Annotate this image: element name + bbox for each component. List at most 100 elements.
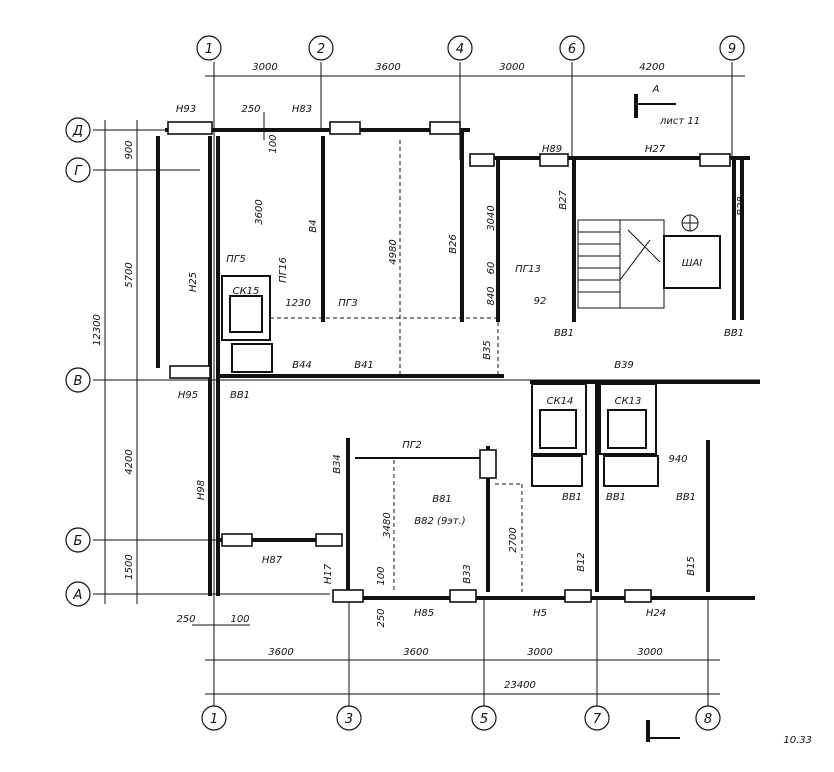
tag-h5: Н5	[533, 608, 547, 619]
dim-interior-3040: 3040	[486, 205, 497, 230]
axis-label-left-g: Г	[74, 164, 83, 179]
dim-interior-92: 92	[534, 296, 547, 307]
dim-bottom-span-2: 3600	[403, 647, 428, 658]
dim-interior-60: 60	[486, 262, 497, 275]
axis-label-left-d: Д	[72, 124, 83, 139]
tag-b4: В4	[308, 219, 319, 232]
axis-label-left-a: А	[73, 588, 83, 603]
tag-sk13: СК13	[615, 396, 642, 407]
staircase	[577, 219, 665, 309]
tag-h85: Н85	[414, 608, 434, 619]
tag-h98: Н98	[196, 480, 207, 500]
sheet-reference: лист 11	[659, 116, 700, 127]
dim-top-span-1: 3000	[252, 62, 277, 73]
tag-h93: Н93	[176, 104, 196, 115]
corner-number: 10.33	[783, 735, 812, 746]
tag-pg2: ПГ2	[402, 440, 421, 451]
axis-label-top-4: 4	[456, 42, 464, 57]
axis-bubble-bottom-1: 1	[201, 705, 227, 731]
axis-label-top-1: 1	[205, 42, 213, 57]
tag-bb1-c: ВВ1	[230, 390, 250, 401]
tag-b26: В26	[448, 234, 459, 254]
tag-sk15: СК15	[233, 286, 260, 297]
axis-bubble-left-v: В	[65, 367, 91, 393]
tag-h27: Н27	[645, 144, 666, 155]
axis-label-left-v: В	[74, 374, 83, 389]
axis-label-bottom-8: 8	[704, 712, 712, 727]
tag-pg3: ПГ3	[338, 298, 357, 309]
dim-interior-250-bottom: 250	[376, 608, 387, 627]
axis-label-top-9: 9	[728, 42, 736, 57]
axis-bubble-left-g: Г	[65, 157, 91, 183]
tag-h95: Н95	[178, 390, 198, 401]
dashed-openings	[270, 140, 523, 592]
tag-b34: В34	[332, 454, 343, 474]
dim-bottom-span-1: 3600	[268, 647, 293, 658]
dim-left-span-4: 1500	[124, 554, 135, 579]
tag-h24: Н24	[646, 608, 666, 619]
dim-bottom-span-4: 3000	[637, 647, 662, 658]
tag-b27: В27	[558, 190, 569, 210]
axis-bubble-bottom-5: 5	[471, 705, 497, 731]
tag-h89: Н89	[542, 144, 562, 155]
dim-top-span-2: 3600	[375, 62, 400, 73]
tag-b12: В12	[576, 552, 587, 572]
dim-interior-2700: 2700	[508, 527, 519, 552]
tag-bb1-b: ВВ1	[724, 328, 744, 339]
axis-label-bottom-5: 5	[480, 712, 488, 727]
axis-bubble-left-b: Б	[65, 527, 91, 553]
axis-bubble-left-a: А	[65, 581, 91, 607]
tag-pg16: ПГ16	[278, 257, 289, 283]
dim-interior-100-bottom: 100	[376, 566, 387, 585]
axis-bubble-bottom-3: 3	[336, 705, 362, 731]
dim-offset-100: 100	[230, 614, 249, 625]
tag-b35: В35	[482, 340, 493, 360]
axis-bubble-top-2: 2	[308, 35, 334, 61]
dim-interior-940: 940	[668, 454, 687, 465]
tag-b15: В15	[686, 556, 697, 576]
vent-symbol	[681, 214, 699, 232]
tag-bb1-d: ВВ1	[562, 492, 582, 503]
tag-pg5: ПГ5	[226, 254, 245, 265]
dim-left-span-1: 900	[124, 140, 135, 159]
section-letter: А	[652, 84, 660, 95]
axis-label-top-2: 2	[317, 42, 325, 57]
tag-b39: В39	[614, 360, 634, 371]
dim-interior-3600: 3600	[254, 199, 265, 224]
tag-sk14: СК14	[547, 396, 574, 407]
axis-bubble-left-d: Д	[65, 117, 91, 143]
axis-bubble-top-1: 1	[196, 35, 222, 61]
dim-interior-250: 250	[241, 104, 260, 115]
tag-b82-9et: В82 (9эт.)	[414, 516, 465, 527]
axis-bubble-top-4: 4	[447, 35, 473, 61]
window-panels	[167, 121, 731, 603]
tag-h87: Н87	[262, 555, 283, 566]
axis-label-bottom-7: 7	[593, 712, 602, 727]
tag-b44: В44	[292, 360, 312, 371]
dim-interior-840: 840	[486, 286, 497, 305]
axis-bubble-top-6: 6	[559, 35, 585, 61]
axis-bubble-bottom-8: 8	[695, 705, 721, 731]
section-arrow-bottom	[646, 720, 680, 742]
axis-label-top-6: 6	[568, 42, 576, 57]
tag-b33: В33	[462, 564, 473, 584]
tag-b81: В81	[432, 494, 452, 505]
axis-label-left-b: Б	[74, 534, 83, 549]
dim-left-total: 12300	[92, 314, 103, 346]
dim-offset-250: 250	[176, 614, 195, 625]
tag-bb1-a: ВВ1	[554, 328, 574, 339]
dim-interior-1230: 1230	[285, 298, 310, 309]
tag-h17: Н17	[323, 563, 334, 584]
dim-bottom-span-3: 3000	[527, 647, 552, 658]
tag-pg13: ПГ13	[515, 264, 541, 275]
dim-top-span-4: 4200	[639, 62, 664, 73]
tag-h25: Н25	[188, 272, 199, 292]
tag-bb1-f: ВВ1	[676, 492, 696, 503]
dimension-lines	[104, 75, 745, 695]
dim-bottom-total: 23400	[504, 680, 536, 691]
sanitary-cabins	[221, 275, 659, 487]
dim-left-span-2: 5700	[124, 262, 135, 287]
axis-label-bottom-1: 1	[210, 712, 218, 727]
dim-interior-100: 100	[268, 134, 279, 153]
tag-shaft: ШАI	[682, 258, 703, 269]
